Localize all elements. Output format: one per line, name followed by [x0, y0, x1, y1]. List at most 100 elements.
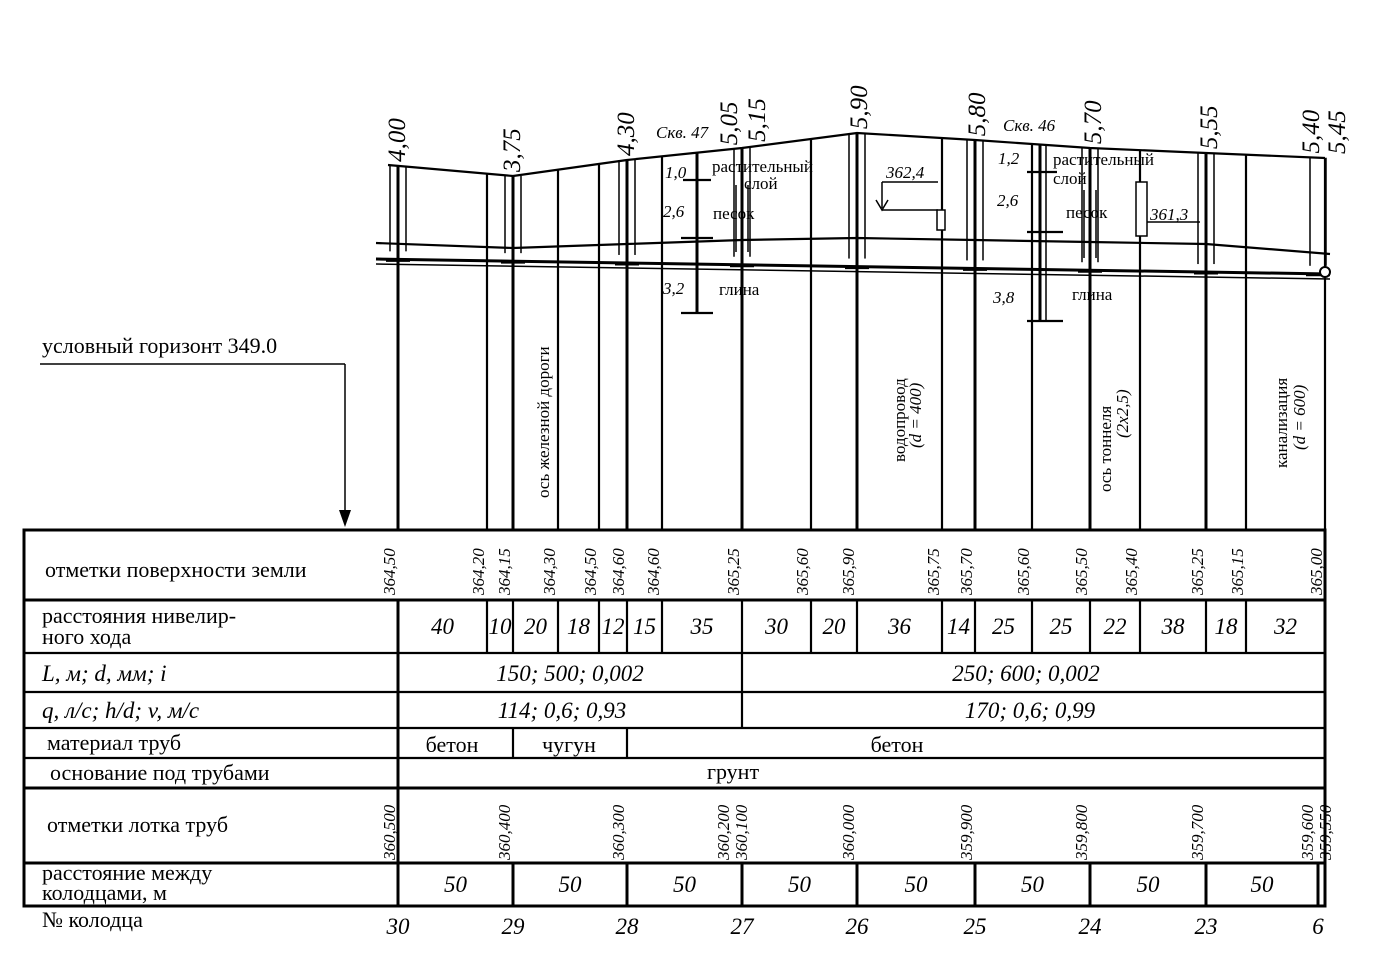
ground-mark: 364,20	[469, 548, 488, 596]
borehole-46-layer-sand: песок	[1066, 203, 1108, 222]
ground-mark: 365,70	[957, 548, 976, 596]
row-label-base: основание под трубами	[50, 760, 270, 785]
profile-table	[22, 528, 1327, 908]
invert-mark: 360,300	[609, 804, 628, 861]
water-level-marker-1: 362,4	[875, 163, 946, 231]
borehole-47-layer-clay: глина	[719, 280, 760, 299]
well-distance: 50	[788, 872, 812, 897]
invert-mark: 359,550	[1316, 804, 1335, 861]
leveling-distance: 25	[992, 614, 1015, 639]
ground-mark: 365,25	[724, 548, 743, 596]
leveling-distance: 25	[1050, 614, 1073, 639]
leveling-distance: 32	[1273, 614, 1297, 639]
ground-mark: 364,50	[581, 548, 600, 596]
invert-mark: 360,200	[714, 804, 733, 861]
row-label-distances-2: ного хода	[42, 624, 131, 649]
water-pipe-diameter: (d = 400)	[906, 382, 925, 448]
ground-mark: 364,50	[380, 548, 399, 596]
well-depth: 3,75	[499, 128, 526, 173]
well-distance: 50	[1137, 872, 1161, 897]
qhv-segment-2: 170; 0,6; 0,99	[965, 698, 1096, 723]
railway-axis-label: ось железной дороги	[534, 346, 553, 498]
borehole-47-layer-sand: песок	[713, 204, 755, 223]
invert-mark: 359,600	[1298, 804, 1317, 861]
well-depth: 5,45	[1324, 110, 1351, 154]
leveling-distance: 15	[633, 614, 656, 639]
borehole-46-layer-topsoil: растительный	[1053, 150, 1154, 169]
row-label-well-distance-2: колодцами, м	[42, 880, 167, 905]
material-1: бетон	[426, 732, 479, 757]
well-number: 24	[1079, 914, 1102, 939]
material-3: бетон	[871, 732, 924, 757]
ground-mark: 365,60	[1014, 548, 1033, 596]
pipe-top-line	[375, 236, 1331, 256]
ground-mark: 364,15	[495, 548, 514, 596]
ldi-segment-2: 250; 600; 0,002	[952, 661, 1100, 686]
well-number: 26	[846, 914, 870, 939]
borehole-47: Скв. 47 1,0 2,6 3,2 растительный слой пе…	[656, 123, 813, 315]
well-depth: 5,55	[1196, 105, 1223, 149]
leveling-distance: 18	[567, 614, 591, 639]
borehole-47-depth-2: 2,6	[663, 202, 685, 221]
borehole-46-layer-clay: глина	[1072, 285, 1113, 304]
invert-mark: 359,700	[1188, 804, 1207, 861]
row-label-well-distance: расстояние между	[42, 860, 212, 885]
leveling-distance: 36	[887, 614, 912, 639]
sewer-diameter: (d = 600)	[1290, 384, 1309, 450]
leveling-distance: 30	[764, 614, 789, 639]
well-depth: 5,40	[1298, 109, 1325, 153]
tunnel-axis-label: ось тоннеля	[1096, 406, 1115, 492]
well-depth: 5,70	[1080, 100, 1107, 144]
borehole-47-depth-3: 3,2	[662, 279, 685, 298]
well-depth: 5,80	[964, 92, 991, 136]
leveling-distance: 12	[602, 614, 625, 639]
ground-mark: 364,60	[609, 548, 628, 596]
well-distance: 50	[1021, 872, 1045, 897]
water-level-2-label: 361,3	[1149, 205, 1188, 224]
well-number: 29	[502, 914, 526, 939]
row-label-distances: расстояния нивелир-	[42, 603, 236, 628]
borehole-47-depth-1: 1,0	[665, 163, 687, 182]
well-depth: 5,15	[744, 98, 771, 142]
ground-mark: 365,40	[1122, 548, 1141, 596]
well-number: 28	[616, 914, 640, 939]
sewer-pipe-circle	[1319, 266, 1331, 278]
borehole-46-layer-topsoil-2: слой	[1053, 169, 1087, 188]
invert-mark: 360,100	[732, 804, 751, 861]
leveling-distance: 40	[431, 614, 455, 639]
sewer-label: канализация	[1272, 378, 1291, 468]
well-number: 30	[386, 914, 411, 939]
ground-mark: 365,25	[1188, 548, 1207, 596]
well-depth: 5,05	[716, 102, 743, 146]
leveling-distance: 20	[524, 614, 548, 639]
well-number: 27	[731, 914, 756, 939]
ground-mark: 365,15	[1228, 548, 1247, 596]
base-value: грунт	[707, 759, 760, 784]
invert-mark: 359,800	[1072, 804, 1091, 861]
conditional-horizon: условный горизонт 349.0	[40, 333, 351, 527]
leveling-distance: 14	[947, 614, 970, 639]
invert-mark: 360,500	[380, 804, 399, 861]
well-depth: 4,30	[613, 112, 640, 156]
borehole-47-name: Скв. 47	[656, 123, 710, 142]
leveling-distance: 20	[823, 614, 847, 639]
well-distance: 50	[444, 872, 468, 897]
ground-mark: 365,50	[1072, 548, 1091, 596]
leveling-distance: 35	[690, 614, 714, 639]
well-distance: 50	[905, 872, 929, 897]
borehole-47-layer-topsoil-2: слой	[744, 174, 778, 193]
well-number: 23	[1195, 914, 1218, 939]
ground-mark: 365,60	[793, 548, 812, 596]
row-label-ground-marks: отметки поверхности земли	[45, 557, 307, 582]
row-label-material: материал труб	[47, 730, 181, 755]
leveling-distance: 38	[1161, 614, 1186, 639]
well-distance: 50	[1251, 872, 1275, 897]
borehole-46: Скв. 46 1,2 2,6 3,8 растительный слой пе…	[992, 116, 1154, 323]
material-2: чугун	[542, 732, 596, 757]
invert-mark: 360,400	[495, 804, 514, 861]
qhv-segment-1: 114; 0,6; 0,93	[498, 698, 627, 723]
